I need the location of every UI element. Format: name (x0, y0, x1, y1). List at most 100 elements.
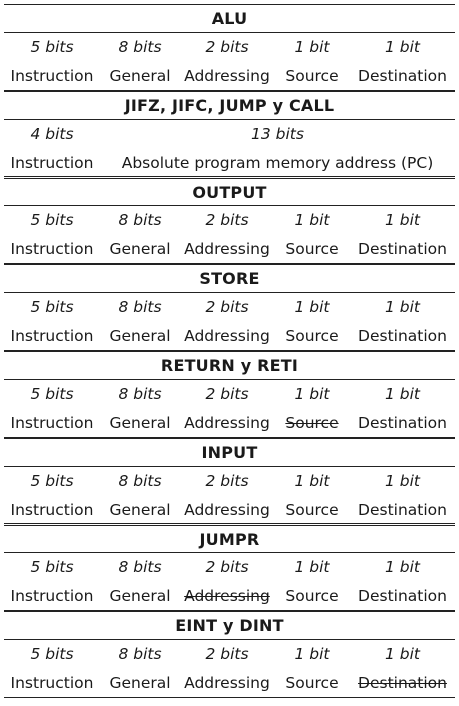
field-name-cell: Instruction (10, 587, 94, 606)
bit-width-row: 5 bits 8 bits 2 bits 1 bit 1 bit (4, 467, 455, 496)
bit-width-cell: 1 bit (384, 645, 420, 664)
field-name-cell: Destination (358, 327, 447, 346)
format-title: ALU (211, 9, 248, 28)
format-title-row: JUMPR (4, 524, 455, 554)
bit-width-cell: 1 bit (294, 384, 330, 403)
bit-width-cell: 2 bits (205, 471, 249, 490)
field-name-row: Instruction General Addressing Source Destin… (4, 582, 455, 612)
bit-width-cell: 1 bit (384, 471, 420, 490)
field-name-cell: Instruction (10, 674, 94, 693)
format-title: OUTPUT (192, 182, 267, 202)
field-name-cell: Instruction (10, 500, 94, 519)
bit-width-cell: 2 bits (205, 37, 249, 56)
field-name-cell: Destination (358, 500, 447, 519)
field-name-cell: Destination (358, 66, 447, 85)
bit-width-cell: 2 bits (205, 558, 249, 577)
bit-width-cell: 1 bit (294, 558, 330, 577)
bit-width-cell: 1 bit (384, 384, 420, 403)
bit-width-cell: 13 bits (251, 124, 304, 143)
bit-width-row: 4 bits 13 bits (4, 120, 455, 149)
bit-width-cell: 1 bit (294, 211, 330, 230)
field-name-cell: Instruction (10, 66, 94, 85)
bit-width-cell: 8 bits (118, 471, 162, 490)
field-name-cell: Addressing (184, 327, 270, 346)
field-name-cell: Destination (358, 587, 447, 606)
field-name-cell: Destination (358, 240, 447, 259)
bit-width-cell: 1 bit (384, 298, 420, 317)
field-name-cell: Source (285, 240, 339, 259)
format-title-row: ALU (4, 4, 455, 33)
field-name-cell: General (109, 66, 171, 85)
field-name-cell-struck: Destination (358, 674, 447, 693)
format-title: EINT y DINT (175, 616, 284, 636)
field-name-cell: Source (285, 674, 339, 693)
bit-width-row: 5 bits 8 bits 2 bits 1 bit 1 bit (4, 206, 455, 235)
format-title-row: JIFZ, JIFC, JUMP y CALL (4, 90, 455, 120)
field-name-cell: Addressing (184, 674, 270, 693)
format-title-row: OUTPUT (4, 177, 455, 207)
bit-width-cell: 5 bits (30, 37, 74, 56)
field-name-cell: General (109, 500, 171, 519)
format-section: RETURN y RETI 5 bits 8 bits 2 bits 1 bit 1 bi… (4, 351, 455, 438)
bit-width-cell: 1 bit (384, 211, 420, 230)
bit-width-cell: 1 bit (294, 298, 330, 317)
bit-width-cell: 5 bits (30, 211, 74, 230)
field-name-cell: Source (285, 500, 339, 519)
field-name-cell: Destination (358, 413, 447, 432)
field-name-cell: Addressing (184, 66, 270, 85)
bit-width-cell: 1 bit (384, 37, 420, 56)
bit-width-cell: 5 bits (30, 471, 74, 490)
field-name-cell: Absolute program memory address (PC) (121, 153, 434, 172)
bit-width-cell: 2 bits (205, 211, 249, 230)
field-name-cell: Addressing (184, 500, 270, 519)
bit-width-cell: 2 bits (205, 384, 249, 403)
field-name-cell: Instruction (10, 413, 94, 432)
bit-width-cell: 8 bits (118, 298, 162, 317)
field-name-row: Instruction General Addressing Source Destin… (4, 62, 455, 91)
field-name-cell-struck: Addressing (184, 587, 270, 606)
field-name-cell: General (109, 413, 171, 432)
field-name-cell: Instruction (10, 327, 94, 346)
bit-width-cell: 8 bits (118, 384, 162, 403)
field-name-cell: Addressing (184, 240, 270, 259)
format-title-row: EINT y DINT (4, 611, 455, 641)
bit-width-cell: 8 bits (118, 37, 162, 56)
format-title-row: STORE (4, 264, 455, 294)
bit-width-cell: 5 bits (30, 558, 74, 577)
format-title: STORE (199, 269, 260, 289)
field-name-cell: Instruction (10, 153, 94, 172)
format-title: JUMPR (199, 529, 260, 549)
field-name-cell: Source (285, 587, 339, 606)
bit-width-cell: 8 bits (118, 211, 162, 230)
bit-width-cell: 5 bits (30, 384, 74, 403)
bit-width-cell: 4 bits (30, 124, 74, 143)
bit-width-cell: 1 bit (294, 645, 330, 664)
format-title: JIFZ, JIFC, JUMP y CALL (124, 95, 335, 115)
bit-width-cell: 8 bits (118, 645, 162, 664)
format-title-row: INPUT (4, 437, 455, 467)
bit-width-cell: 1 bit (384, 558, 420, 577)
field-name-row: Instruction General Addressing Source Destin… (4, 496, 455, 525)
field-name-cell-struck: Source (285, 413, 339, 432)
field-name-row: Instruction Absolute program memory addre… (4, 149, 455, 178)
field-name-cell: Source (285, 66, 339, 85)
bit-width-cell: 5 bits (30, 645, 74, 664)
format-title: RETURN y RETI (160, 356, 299, 375)
bit-width-cell: 1 bit (294, 471, 330, 490)
bit-width-cell: 2 bits (205, 298, 249, 317)
field-name-cell: General (109, 587, 171, 606)
